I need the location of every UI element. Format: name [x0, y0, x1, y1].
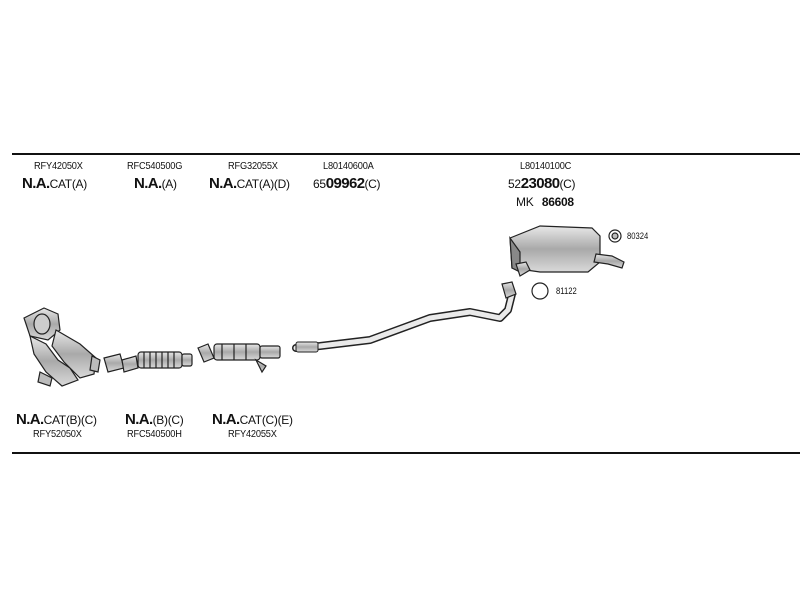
part-number: 23080 [520, 175, 560, 192]
na-label: N.A. [16, 411, 44, 428]
callout-clamp-number: 80324 [627, 231, 649, 241]
callout-ring-number: 81122 [556, 286, 577, 296]
top-divider [12, 153, 800, 155]
na-label: N.A. [212, 411, 240, 428]
part-suffix: (C) [364, 177, 381, 191]
part-status-top-3: N.A.CAT(A)(D) [209, 176, 290, 192]
front-pipe-flex [103, 351, 193, 373]
part-suffix: CAT(A) [49, 177, 88, 191]
part-code-bottom-3: RFY42055X [228, 428, 277, 440]
part-code-top-5: L80140100C [520, 160, 572, 172]
part-status-bottom-3: N.A.CAT(C)(E) [212, 412, 293, 428]
part-suffix: (C) [559, 177, 576, 191]
middle-catalyst [197, 343, 281, 374]
na-label: N.A. [125, 411, 153, 428]
part-extra-prefix: MK [516, 195, 534, 209]
part-code-top-2: RFC540500G [127, 160, 183, 172]
part-code-top-4: L80140600A [323, 160, 374, 172]
rear-silencer [501, 225, 625, 299]
na-label: N.A. [134, 175, 162, 192]
part-number-top-5: 5223080(C) [508, 175, 576, 192]
clamp-callout [608, 229, 622, 243]
part-status-top-2: N.A.(A) [134, 176, 177, 192]
part-number-top-4: 6509962(C) [313, 175, 381, 192]
part-suffix: (A) [161, 177, 177, 191]
intermediate-pipe [292, 290, 516, 353]
na-label: N.A. [209, 175, 237, 192]
part-prefix: 65 [313, 177, 326, 191]
part-suffix: CAT(C)(E) [239, 413, 293, 427]
part-prefix: 52 [508, 177, 521, 191]
part-status-bottom-1: N.A.CAT(B)(C) [16, 412, 97, 428]
part-status-bottom-2: N.A.(B)(C) [125, 411, 184, 428]
part-status-top-1: N.A.CAT(A) [22, 176, 87, 192]
part-suffix: (B)(C) [152, 413, 184, 427]
part-code-bottom-2: RFC540500H [127, 428, 182, 440]
part-suffix: CAT(A)(D) [236, 177, 290, 191]
part-code-top-3: RFG32055X [228, 160, 278, 172]
part-code-bottom-1: RFY52050X [33, 428, 82, 440]
ring-callout [531, 282, 549, 300]
part-extra-top-5: MK 86608 [516, 194, 574, 210]
catalytic-converter-front [23, 307, 101, 387]
part-suffix: CAT(B)(C) [43, 413, 97, 427]
bottom-divider [12, 452, 800, 454]
part-code-top-1: RFY42050X [34, 160, 83, 172]
na-label: N.A. [22, 175, 50, 192]
part-extra-number: 86608 [541, 195, 574, 209]
part-number: 09962 [325, 175, 365, 192]
